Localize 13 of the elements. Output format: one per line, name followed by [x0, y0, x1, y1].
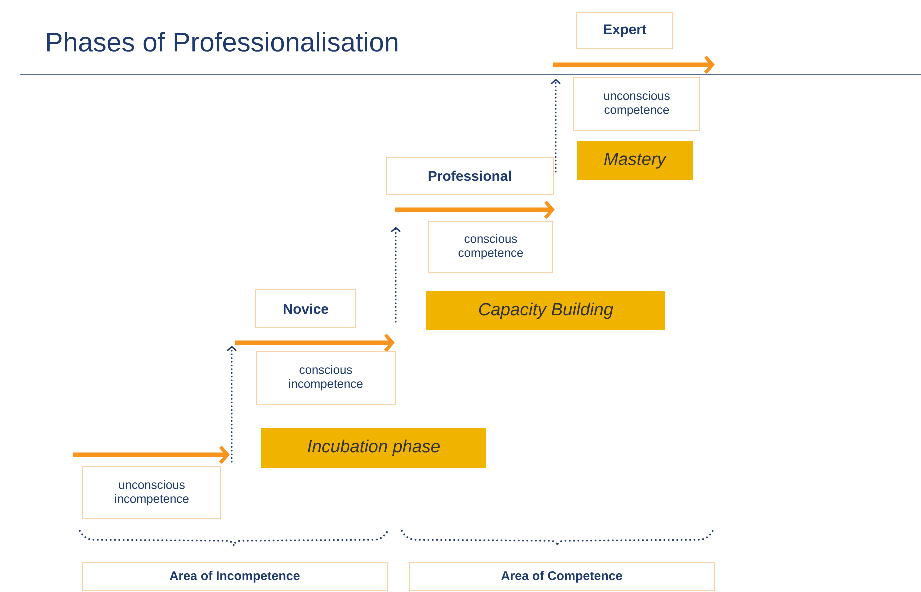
stage-box: unconscious incompetence	[82, 466, 222, 520]
phase-box: Mastery	[577, 142, 693, 180]
area-box: Area of Competence	[409, 562, 715, 592]
level-box: Professional	[386, 157, 554, 195]
area-box: Area of Incompetence	[82, 562, 388, 592]
phase-box: Incubation phase	[262, 428, 486, 468]
stage-box: conscious competence	[428, 221, 554, 273]
level-box: Novice	[256, 290, 356, 328]
stage-box: unconscious competence	[574, 77, 700, 131]
stage-box: conscious incompetence	[256, 351, 396, 405]
title: Phases of Professionalisation	[47, 32, 398, 52]
phase-box: Capacity Building	[426, 292, 666, 330]
level-box: Expert	[576, 12, 674, 50]
